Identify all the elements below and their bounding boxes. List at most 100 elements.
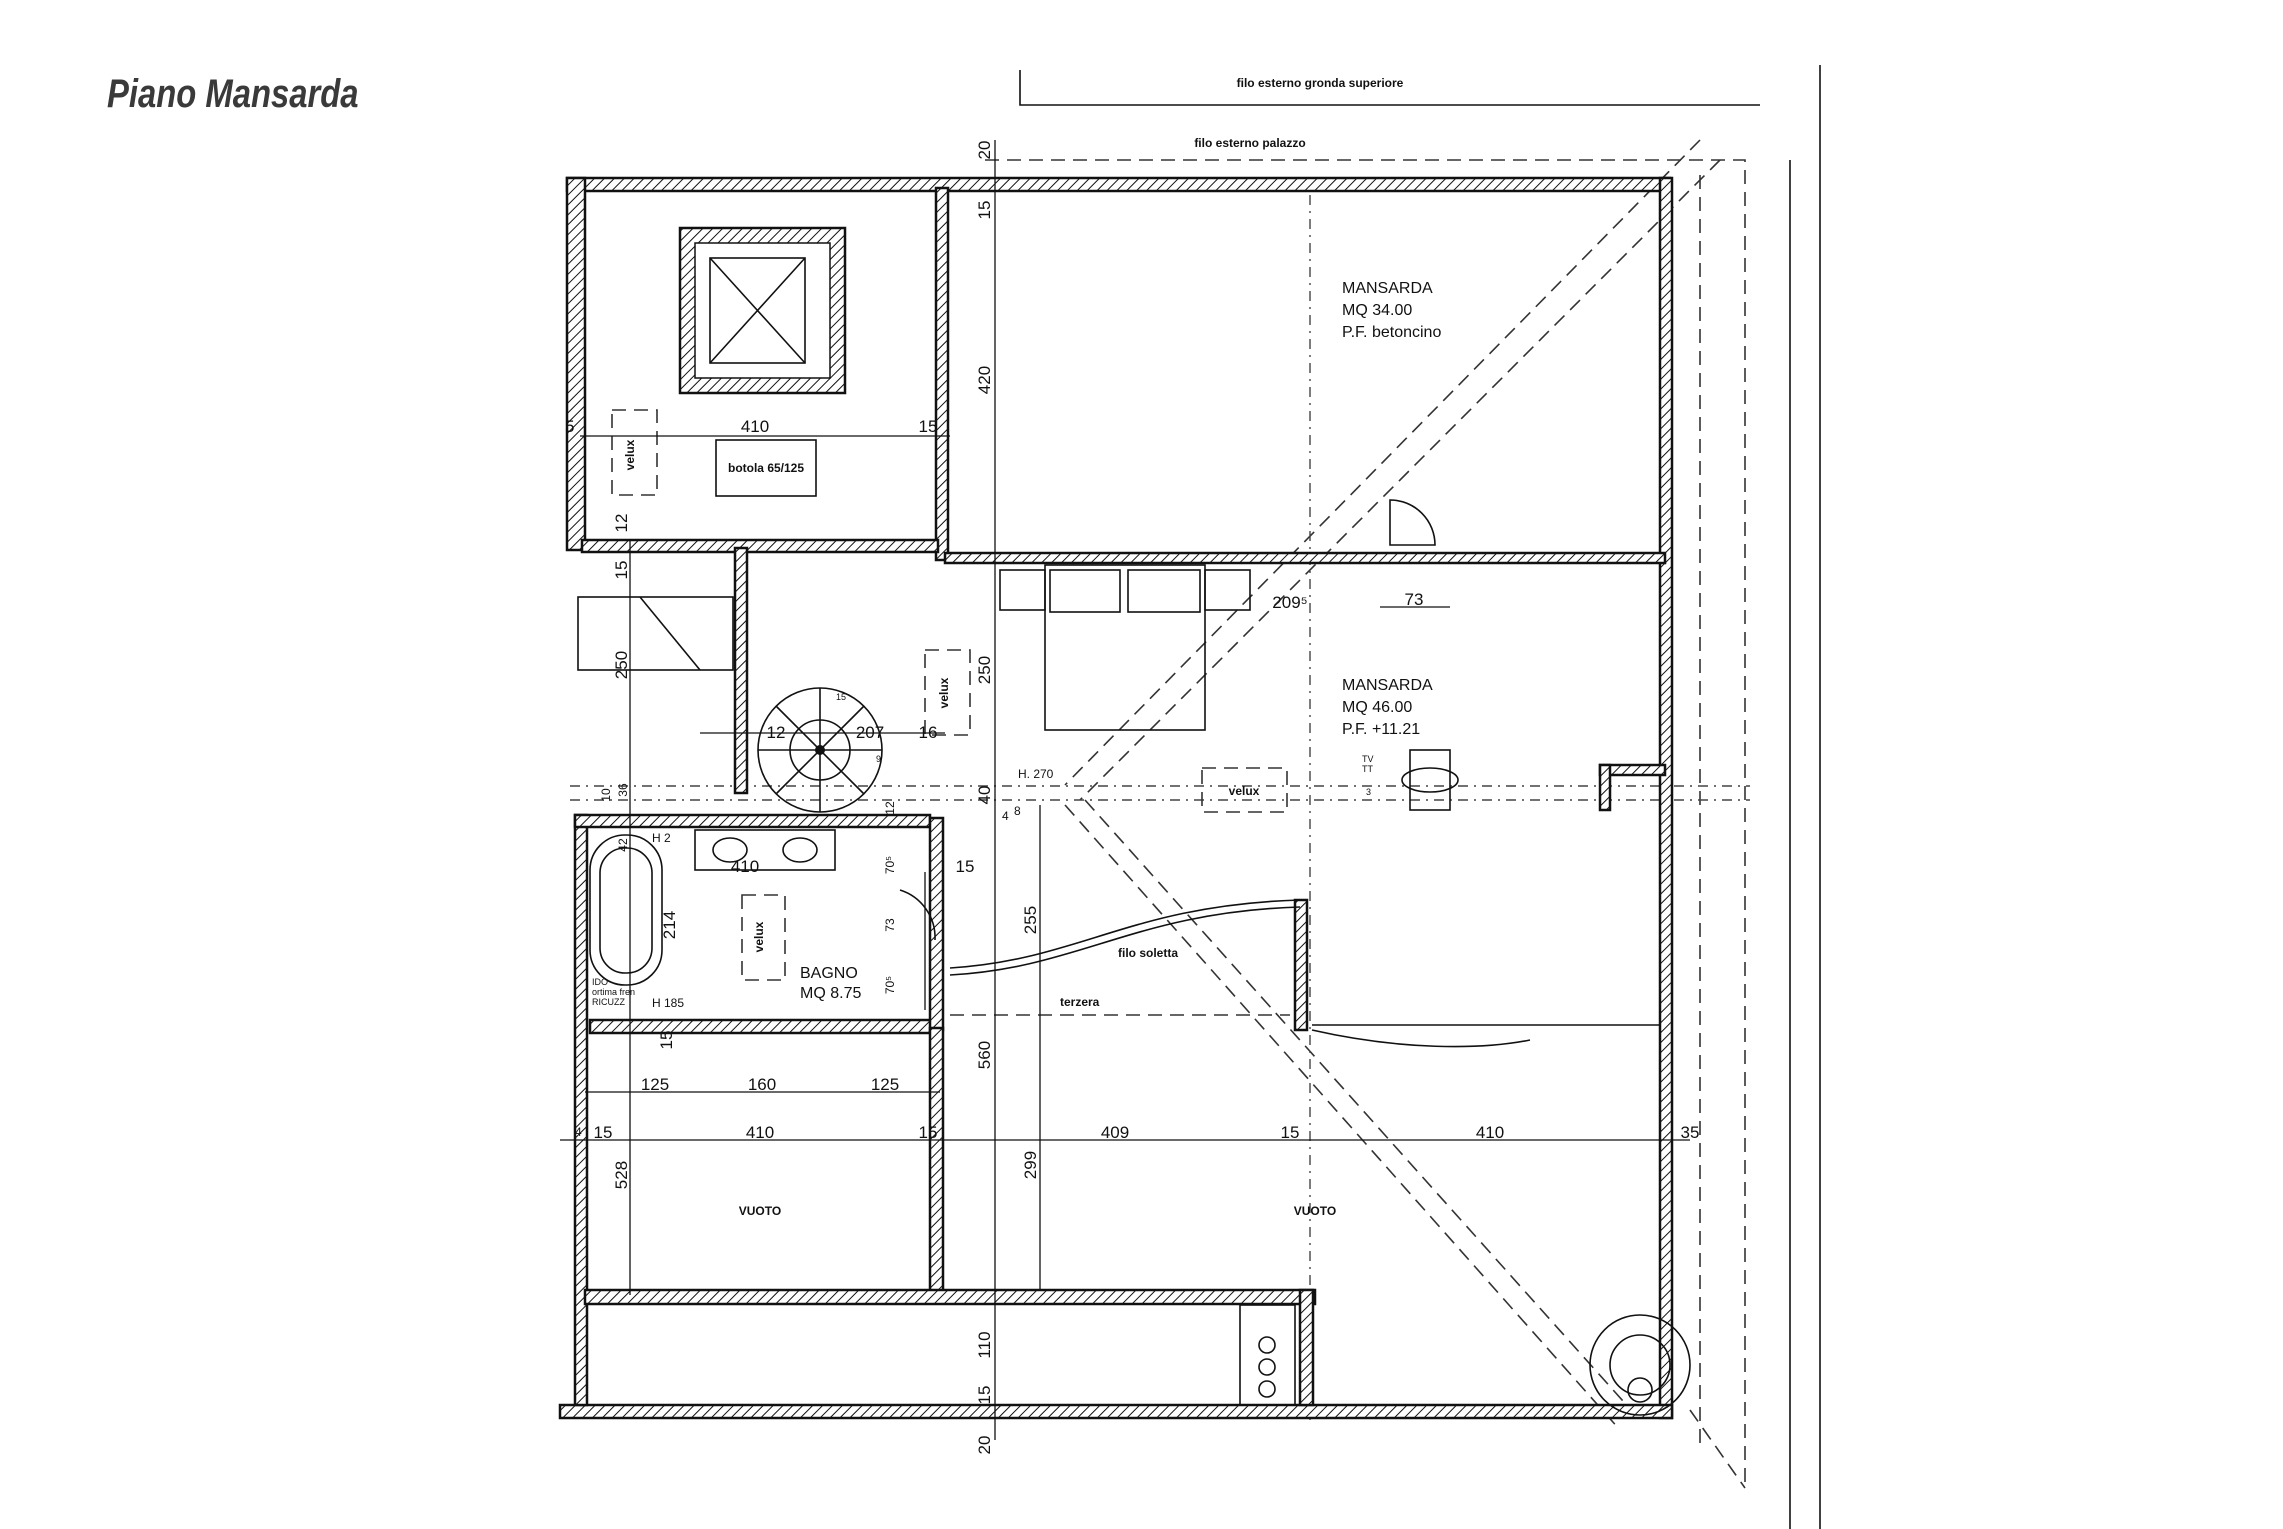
dim-label: 16 — [919, 723, 938, 742]
tv-label: TV — [1362, 754, 1374, 764]
vuoto-right: VUOTO — [1294, 1204, 1336, 1218]
soletta-note: filo soletta — [1118, 946, 1178, 960]
hatch-box — [715, 439, 817, 497]
stair-step-label: 15 — [836, 692, 846, 702]
furniture: velux velux TV TT 3 — [577, 499, 1459, 813]
roof-ridge-lines — [570, 139, 1750, 1431]
dim-label: 410 — [1476, 1123, 1504, 1142]
exterior-walls — [558, 176, 1674, 1420]
height-label: H 2 — [652, 831, 671, 845]
dim-label: 12 — [883, 801, 897, 815]
dim-label: 528 — [612, 1161, 631, 1189]
dim-label: 20 — [975, 141, 994, 160]
dim-label: 15 — [919, 417, 938, 436]
velux-label: velux — [937, 677, 951, 708]
height-label: H 185 — [652, 996, 684, 1010]
dim-label: 420 — [975, 366, 994, 394]
bagno-area: MQ 8.75 — [800, 985, 861, 1002]
mansarda-mid-area: MQ 46.00 — [1342, 699, 1412, 716]
velux-label: velux — [1229, 784, 1260, 798]
bagno-name: BAGNO — [800, 965, 858, 982]
dim-label: 70⁵ — [883, 976, 897, 994]
bath-note: ortima fren — [592, 987, 635, 997]
velux-window — [611, 409, 658, 496]
dim-label: 40 — [975, 786, 994, 805]
dim-label: 560 — [975, 1041, 994, 1069]
dim-label: 409 — [1101, 1123, 1129, 1142]
dim-label: 250 — [975, 656, 994, 684]
dim-label: 8 — [1014, 804, 1021, 818]
page-title: Piano Mansarda — [107, 72, 359, 116]
dim-label: 70⁵ — [883, 856, 897, 874]
dim-label: 15 — [594, 1123, 613, 1142]
botola-label: botola 65/125 — [728, 461, 804, 475]
dim-label: 73 — [1405, 590, 1424, 609]
dim-label: 125 — [641, 1075, 669, 1094]
three-label: 3 — [1366, 787, 1371, 797]
bathroom: velux BAGNO MQ 8.75 IDO ortima fren RICU… — [589, 829, 936, 1010]
velux-label: velux — [623, 439, 637, 470]
dim-label: 15 — [1281, 1123, 1300, 1142]
shaft: botola 65/125 velux — [611, 226, 847, 497]
terzera-note: terzera — [1060, 995, 1100, 1009]
dim-label: 10 — [599, 788, 613, 802]
dim-label: 410 — [731, 857, 759, 876]
bath-note: RICUZZ — [592, 997, 625, 1007]
stair-step-label: 9 — [876, 754, 881, 764]
mansarda-mid-name: MANSARDA — [1342, 677, 1433, 694]
dim-label: 4 — [1002, 809, 1009, 823]
dim-label: 214 — [660, 911, 679, 939]
dim-label: 73 — [883, 918, 897, 932]
dim-label: 15 — [919, 1123, 938, 1142]
interior-walls — [580, 186, 1667, 1407]
slab-line: filo soletta terzera — [949, 899, 1660, 1048]
dim-label: 15 — [612, 561, 631, 580]
vuoto-left: VUOTO — [739, 1204, 781, 1218]
dim-label: 5 — [565, 417, 574, 436]
mansarda-mid-floor: P.F. +11.21 — [1342, 721, 1420, 738]
hob — [1239, 1304, 1691, 1416]
sink — [694, 829, 836, 871]
velux-label: velux — [752, 921, 766, 952]
dim-label: 255 — [1021, 906, 1040, 934]
height-label: H. 270 — [1018, 767, 1054, 781]
dim-label: 410 — [746, 1123, 774, 1142]
bed — [1044, 564, 1206, 731]
dim-label: 15 — [975, 1386, 994, 1405]
mansarda-top-floor: P.F. betoncino — [1342, 324, 1441, 341]
mansarda-top-name: MANSARDA — [1342, 280, 1433, 297]
tt-label: TT — [1362, 764, 1373, 774]
spiral-stair: 15 9 — [757, 687, 883, 813]
dimension-lines — [560, 140, 1690, 1440]
dim-label: 125 — [871, 1075, 899, 1094]
dimension-labels-vertical: 20 15 420 250 560 110 15 20 12 15 250 10… — [599, 141, 1040, 1455]
dim-label: 160 — [748, 1075, 776, 1094]
mansarda-top-area: MQ 34.00 — [1342, 302, 1412, 319]
dim-label: 36 — [616, 783, 630, 797]
dim-label: 250 — [612, 651, 631, 679]
dim-label: 110 — [975, 1331, 994, 1358]
dim-label: 35 — [1681, 1123, 1700, 1142]
dim-label: 15 — [975, 201, 994, 220]
palazzo-note: filo esterno palazzo — [1194, 136, 1305, 150]
tv-unit — [1409, 749, 1451, 811]
bench — [577, 596, 734, 671]
dim-label: 12 — [767, 723, 786, 742]
dim-label: 12 — [612, 514, 631, 533]
dim-label: 207 — [856, 723, 884, 742]
bath-note: IDO — [592, 977, 608, 987]
room-labels: MANSARDA MQ 34.00 P.F. betoncino MANSARD… — [739, 280, 1442, 1218]
dimension-labels-horizontal: 5 410 15 12 207 16 4 8 410 15 209⁵ 73 12… — [565, 417, 1699, 1142]
velux-window — [924, 649, 971, 736]
dim-label: 15 — [956, 857, 975, 876]
dim-label: 4 — [575, 1125, 582, 1139]
bathtub — [589, 834, 663, 986]
dim-label: 209⁵ — [1272, 593, 1307, 612]
outer-outlines — [985, 65, 1821, 1529]
dim-label: 15 — [657, 1031, 676, 1050]
dim-label: 410 — [741, 417, 769, 436]
gronda-note: filo esterno gronda superiore — [1237, 76, 1404, 90]
dim-label: 299 — [1021, 1151, 1040, 1179]
notes: filo esterno gronda superiore filo ester… — [1194, 76, 1403, 150]
